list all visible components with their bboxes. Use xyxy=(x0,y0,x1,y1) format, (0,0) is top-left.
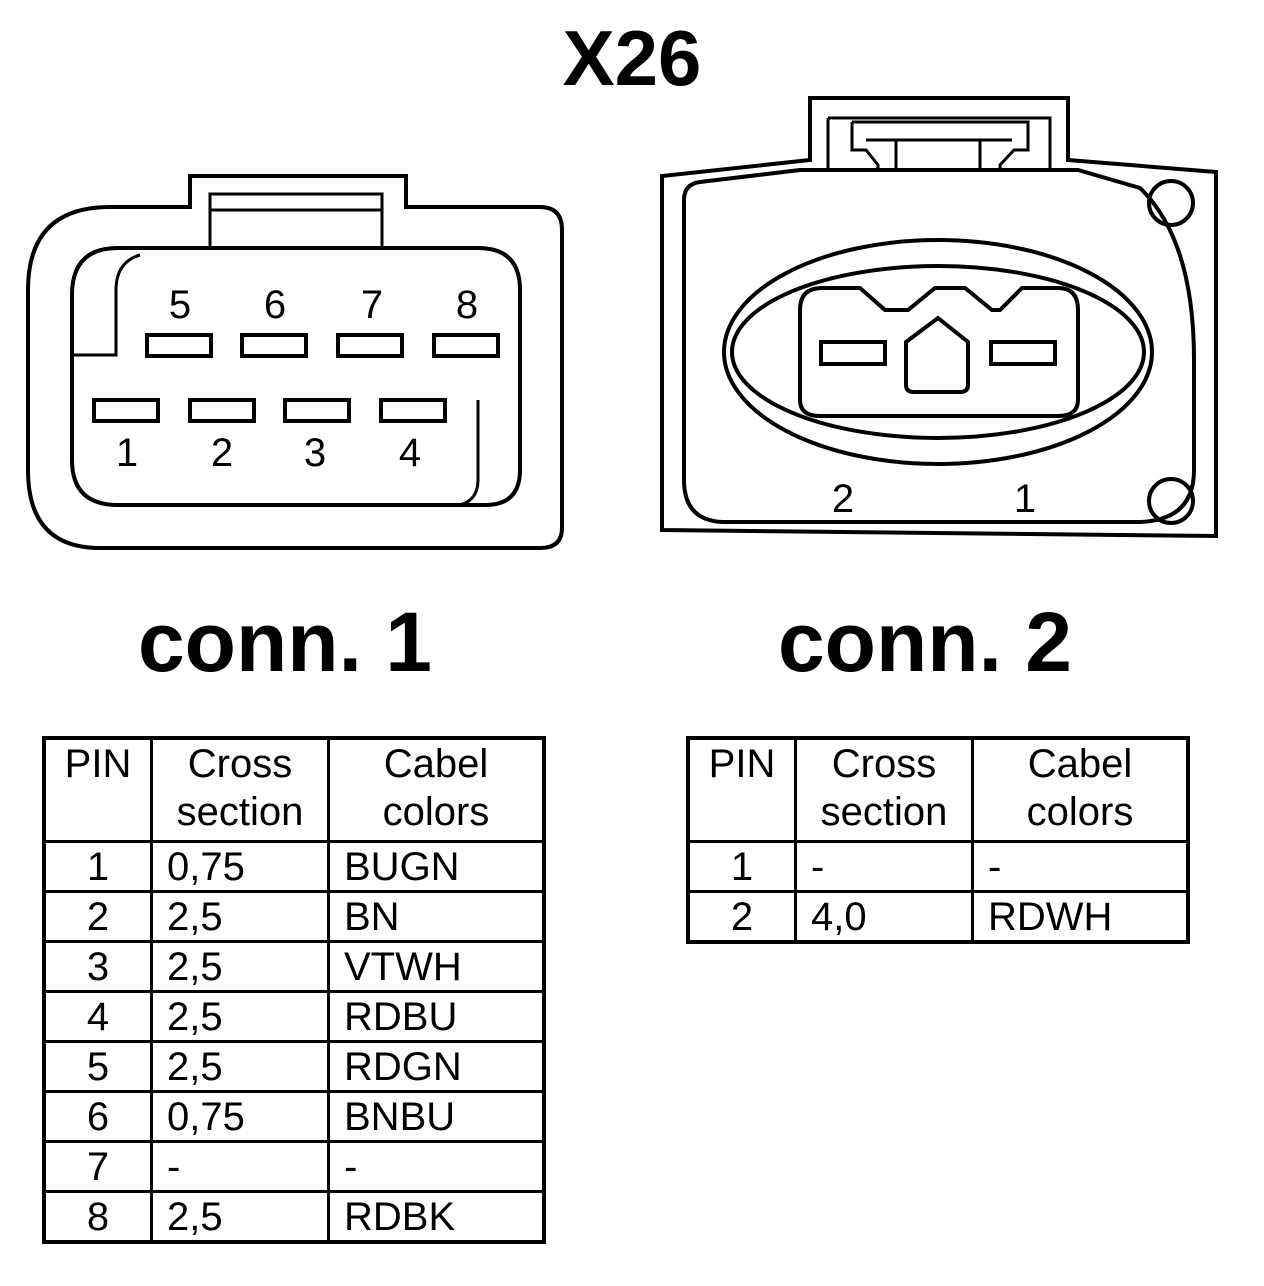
cross-section-cell: 2,5 xyxy=(150,990,330,1043)
pin-number-label: 3 xyxy=(304,431,326,475)
cross-section-cell: - xyxy=(150,1140,330,1193)
connector-1-drawing xyxy=(26,174,564,550)
pin-cell: 7 xyxy=(42,1140,153,1193)
pin-column-header: PIN xyxy=(686,736,797,843)
pin-number-label: 1 xyxy=(1014,477,1036,521)
cross-section-cell: - xyxy=(794,840,974,893)
diagram-title: X26 xyxy=(562,14,702,102)
header-text: PIN xyxy=(708,742,776,786)
header-text: Cross xyxy=(187,742,293,786)
cross-section-cell: 2,5 xyxy=(150,940,330,993)
cable-color-cell: BNBU xyxy=(327,1090,546,1143)
table-row: 1-- xyxy=(686,840,1190,893)
header-text: Cabel xyxy=(383,742,489,786)
connector-2-drawing xyxy=(660,96,1218,539)
cable-color-cell: RDBK xyxy=(327,1190,546,1244)
connector-1-label: conn. 1 xyxy=(137,595,433,689)
pin-cell: 2 xyxy=(686,890,797,944)
pin-cell: 2 xyxy=(42,890,153,943)
cross-section-cell: 2,5 xyxy=(150,1190,330,1244)
pin-number-label: 2 xyxy=(832,477,854,521)
pin-cell: 6 xyxy=(42,1090,153,1143)
cable-color-cell: VTWH xyxy=(327,940,546,993)
pin-cell: 3 xyxy=(42,940,153,993)
pin-number-label: 8 xyxy=(456,283,478,327)
cable-color-cell: RDBU xyxy=(327,990,546,1043)
connector-2-pin-labels: 2 1 xyxy=(832,477,1036,521)
cross-section-cell: 0,75 xyxy=(150,840,330,893)
pin-number-label: 6 xyxy=(264,283,286,327)
table-row: 7-- xyxy=(42,1140,546,1193)
header-text: Cabel xyxy=(1027,742,1133,786)
cross-section-cell: 4,0 xyxy=(794,890,974,944)
pin-number-label: 5 xyxy=(169,283,191,327)
pin-cell: 4 xyxy=(42,990,153,1043)
header-text: colors xyxy=(382,790,490,834)
pin-cell: 1 xyxy=(42,840,153,893)
cross-section-cell: 2,5 xyxy=(150,890,330,943)
cable-color-cell: BN xyxy=(327,890,546,943)
header-text: Cross xyxy=(831,742,937,786)
cross-section-cell: 0,75 xyxy=(150,1090,330,1143)
pin-number-label: 7 xyxy=(361,283,383,327)
header-text: PIN xyxy=(64,742,132,786)
cable-color-cell: RDWH xyxy=(971,890,1190,944)
cable-color-cell: RDGN xyxy=(327,1040,546,1093)
cable-color-cell: BUGN xyxy=(327,840,546,893)
cable-color-cell: - xyxy=(327,1140,546,1193)
pin-number-label: 4 xyxy=(399,431,421,475)
pin-cell: 8 xyxy=(42,1190,153,1244)
connector-2-label: conn. 2 xyxy=(777,595,1073,689)
pin-number-label: 2 xyxy=(211,431,233,475)
cable-color-cell: - xyxy=(971,840,1190,893)
header-text: colors xyxy=(1026,790,1134,834)
pin-cell: 1 xyxy=(686,840,797,893)
header-text: section xyxy=(176,790,304,834)
connector-1-pin-labels: 5 6 7 8 1 2 3 4 xyxy=(116,283,478,475)
pin-column-header: PIN xyxy=(42,736,153,843)
header-text: section xyxy=(820,790,948,834)
pin-cell: 5 xyxy=(42,1040,153,1093)
pin-number-label: 1 xyxy=(116,431,138,475)
cross-section-cell: 2,5 xyxy=(150,1040,330,1093)
